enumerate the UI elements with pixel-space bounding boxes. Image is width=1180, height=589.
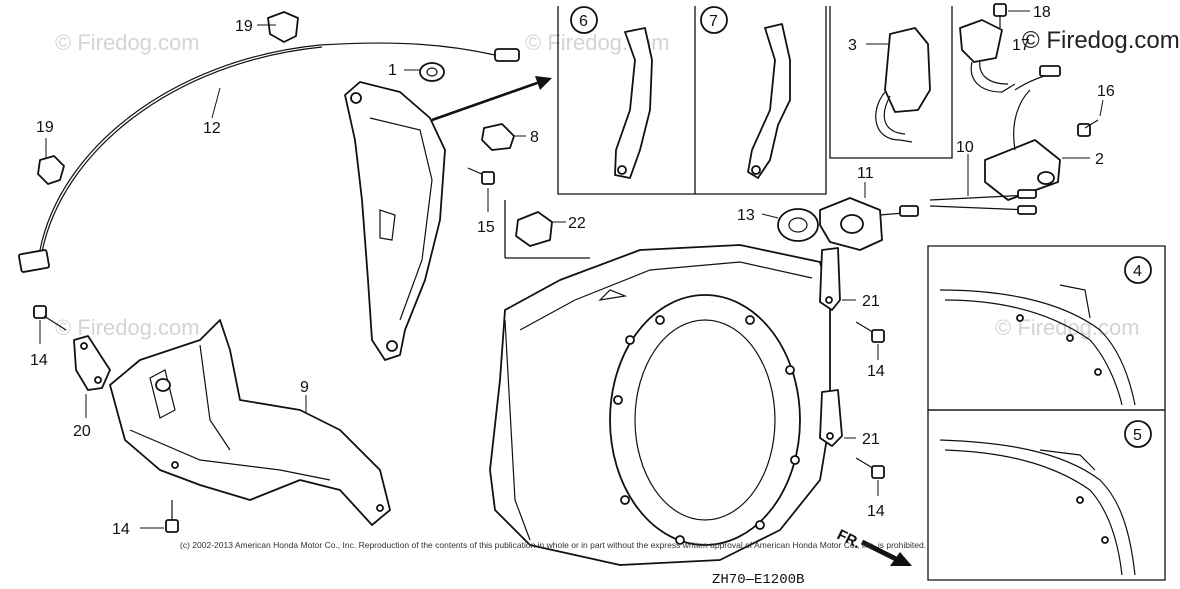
bracket-20-part xyxy=(73,335,111,391)
callout-15: 15 xyxy=(477,219,495,236)
watermark: © Firedog.com xyxy=(55,30,200,55)
bolt-part xyxy=(467,167,495,185)
wire-10-part xyxy=(929,189,1037,215)
watermark-brand: © Firedog.com xyxy=(1022,27,1180,54)
callout-19: 19 xyxy=(36,119,54,136)
bolt-14-part xyxy=(33,305,67,331)
callout-14: 14 xyxy=(112,521,130,538)
detail-arrow xyxy=(431,76,552,122)
diagram-code: ZH70—E1200B xyxy=(712,572,804,588)
detail-4-circle xyxy=(1124,256,1152,284)
callout-14: 14 xyxy=(867,503,885,520)
callout-10: 10 xyxy=(956,139,974,156)
callout-13: 13 xyxy=(737,207,755,224)
detail-6-circle xyxy=(570,6,598,34)
callout-2: 2 xyxy=(1095,151,1104,168)
clip-part xyxy=(481,123,515,151)
bolt-14-part xyxy=(855,321,885,343)
screw-18-part xyxy=(993,3,1007,28)
detail-5-circle xyxy=(1124,420,1152,448)
callout-11: 11 xyxy=(857,165,874,182)
detail-4-label: 4 xyxy=(1133,263,1142,280)
callout-16: 16 xyxy=(1097,83,1115,100)
callout-17: 17 xyxy=(1012,37,1030,54)
detail-6-label: 6 xyxy=(579,13,588,30)
detail-5-label: 5 xyxy=(1133,427,1142,444)
guard-9-part xyxy=(109,319,391,526)
unit-17-part xyxy=(959,19,1016,93)
bracket-21-part xyxy=(819,389,843,447)
callout-21: 21 xyxy=(862,431,880,448)
copyright-notice: (c) 2002-2013 American Honda Motor Co., … xyxy=(180,540,926,550)
callout-20: 20 xyxy=(73,423,91,440)
detail-box-3 xyxy=(829,6,953,159)
callout-9: 9 xyxy=(300,379,309,396)
callout-3: 3 xyxy=(848,37,857,54)
fan-shroud-part xyxy=(489,244,831,566)
switch-2-part xyxy=(984,89,1061,201)
wire-harness-part xyxy=(18,11,520,273)
callout-12: 12 xyxy=(203,120,221,137)
bracket-21-part xyxy=(819,247,841,311)
callout-8: 8 xyxy=(530,129,539,146)
clip-22-part xyxy=(504,200,590,259)
callout-1: 1 xyxy=(388,62,397,79)
front-direction-arrow xyxy=(860,539,912,566)
side-cover-part xyxy=(344,81,446,361)
grommet-part xyxy=(419,62,445,82)
callout-18: 18 xyxy=(1033,4,1051,21)
callout-22: 22 xyxy=(568,215,586,232)
grommet-13-part xyxy=(777,208,819,242)
callout-14: 14 xyxy=(867,363,885,380)
detail-7-circle xyxy=(700,6,728,34)
detail-7-label: 7 xyxy=(709,13,718,30)
detail-box-5 xyxy=(927,409,1166,581)
watermark: © Firedog.com xyxy=(55,315,200,340)
callout-21: 21 xyxy=(862,293,880,310)
bolt-14-part xyxy=(165,500,179,533)
bolt-16-part xyxy=(1077,119,1099,137)
switch-11-part xyxy=(819,197,919,251)
callout-19: 19 xyxy=(235,18,253,35)
callout-14: 14 xyxy=(30,352,48,369)
bolt-14-part xyxy=(855,457,885,479)
detail-box-6-7 xyxy=(557,6,827,195)
